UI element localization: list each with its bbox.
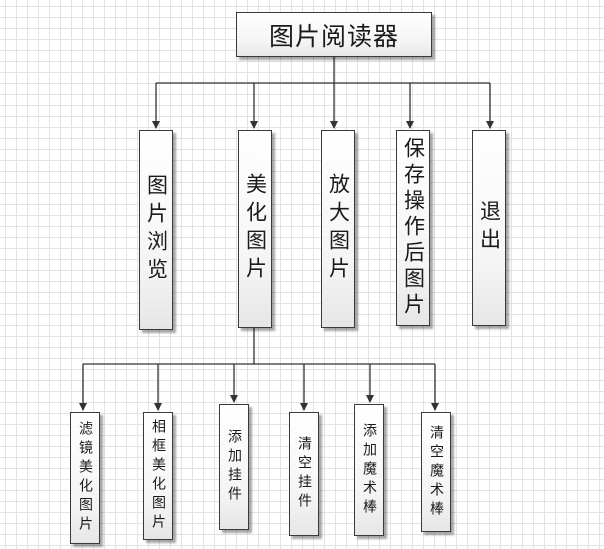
root-node-image-reader: 图片阅读器 bbox=[236, 12, 432, 57]
leaf-clear-magic-wand: 清空魔术棒 bbox=[421, 412, 451, 532]
leaf-label: 添加魔术棒 bbox=[361, 422, 377, 518]
node-zoom-image: 放大图片 bbox=[321, 130, 355, 328]
leaf-clear-pendant: 清空挂件 bbox=[289, 412, 319, 536]
node-image-browse: 图片浏览 bbox=[139, 130, 173, 330]
leaf-frame-beautify: 相框美化图片 bbox=[143, 412, 173, 540]
leaf-label: 添加挂件 bbox=[226, 429, 242, 505]
leaf-label: 滤镜美化图片 bbox=[77, 421, 93, 535]
root-label: 图片阅读器 bbox=[268, 21, 399, 51]
node-label: 退出 bbox=[477, 200, 502, 256]
leaf-add-magic-wand: 添加魔术棒 bbox=[354, 404, 384, 536]
node-label: 图片浏览 bbox=[144, 174, 169, 286]
leaf-add-pendant: 添加挂件 bbox=[219, 404, 249, 530]
leaf-label: 相框美化图片 bbox=[150, 419, 166, 533]
node-label: 放大图片 bbox=[326, 173, 351, 285]
node-save-edited-image: 保存操作后图片 bbox=[396, 130, 430, 326]
node-label: 保存操作后图片 bbox=[401, 137, 426, 319]
node-label: 美化图片 bbox=[243, 173, 268, 285]
leaf-filter-beautify: 滤镜美化图片 bbox=[70, 412, 100, 544]
node-beautify-image: 美化图片 bbox=[238, 130, 272, 328]
leaf-label: 清空挂件 bbox=[296, 436, 312, 512]
leaf-label: 清空魔术棒 bbox=[428, 424, 444, 520]
node-exit: 退出 bbox=[472, 130, 506, 326]
